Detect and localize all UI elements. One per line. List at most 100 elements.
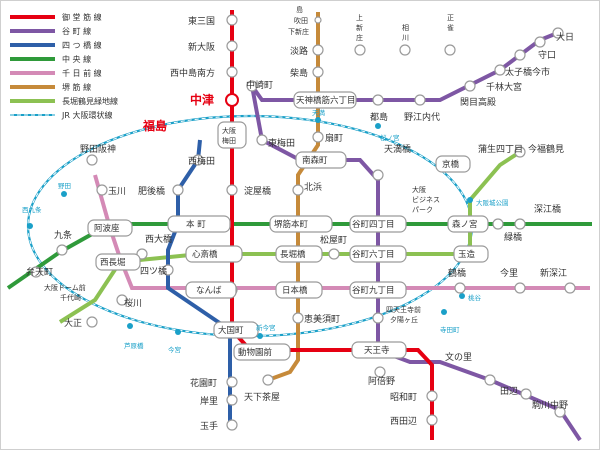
- label-taisho: 大正: [64, 317, 82, 329]
- station-senbayashi[interactable]: [494, 64, 506, 76]
- station-matsuyamachi[interactable]: [328, 248, 340, 260]
- station-hanazonocho[interactable]: [226, 376, 238, 388]
- station-tamagawa[interactable]: [96, 184, 108, 196]
- station-komagawa[interactable]: [554, 406, 566, 418]
- station-kitahama[interactable]: [292, 184, 304, 196]
- ring-station-momodani[interactable]: [459, 293, 465, 299]
- station-sekime[interactable]: [464, 80, 476, 92]
- box-tanimachi9[interactable]: [349, 281, 407, 299]
- station-tsuruhashi[interactable]: [454, 282, 466, 294]
- station-zuiko[interactable]: [444, 44, 456, 56]
- label-ring-nishikujo: 西九条: [22, 205, 42, 214]
- station-higobashi[interactable]: [172, 184, 184, 196]
- box-honmachi[interactable]: [167, 215, 231, 233]
- station-taisho[interactable]: [86, 316, 98, 328]
- station-aikawa[interactable]: [399, 44, 411, 56]
- station-nakatsu[interactable]: [225, 93, 239, 107]
- box-tennoji[interactable]: [351, 341, 407, 359]
- box-shinsaibashi[interactable]: [185, 245, 243, 263]
- label-aikawa-1: 相: [402, 23, 409, 32]
- station-sakuragawa[interactable]: [116, 294, 128, 306]
- station-showacho[interactable]: [426, 390, 438, 402]
- station-shibajima[interactable]: [312, 66, 324, 78]
- box-kyobashi[interactable]: [435, 155, 471, 173]
- station-midoribashi[interactable]: [492, 218, 504, 230]
- box-nagahoribashi[interactable]: [275, 245, 323, 263]
- box-sakaisuji-honmachi[interactable]: [269, 215, 333, 233]
- transfer-stations: [87, 91, 489, 361]
- station-tengachaya[interactable]: [262, 374, 274, 386]
- station-taishibashi[interactable]: [514, 49, 526, 61]
- ring-station-shinimamiya[interactable]: [257, 333, 263, 339]
- box-dobutsuenmae[interactable]: [233, 343, 291, 361]
- box-tamatsukuri[interactable]: [453, 245, 489, 263]
- label-fukaebashi: 深江橋: [534, 203, 561, 215]
- label-yotsubashi: 四ツ橋: [140, 265, 167, 277]
- station-dainichi[interactable]: [552, 27, 564, 39]
- station-shitennoji[interactable]: [372, 312, 384, 324]
- station-kujo[interactable]: [56, 244, 68, 256]
- station-shinosaka[interactable]: [226, 40, 238, 52]
- box-minamimorimachi[interactable]: [295, 151, 347, 169]
- station-higashiumeda[interactable]: [256, 134, 268, 146]
- station-tamade[interactable]: [226, 419, 238, 431]
- station-miyakojima[interactable]: [372, 94, 384, 106]
- label-showacho: 昭和町: [390, 392, 417, 403]
- station-tenjinbashi-jct[interactable]: [312, 44, 324, 56]
- station-kita-top[interactable]: [314, 16, 322, 24]
- ring-station-tenma[interactable]: [315, 117, 321, 123]
- box-tanimachi4[interactable]: [349, 215, 407, 233]
- station-moriguchi[interactable]: [534, 36, 546, 48]
- box-tanimachi6[interactable]: [349, 245, 407, 263]
- ring-station-sakuranomiya[interactable]: [375, 123, 381, 129]
- label-nishinagahori: 西長堀: [100, 258, 126, 268]
- station-gamo4[interactable]: [514, 146, 526, 158]
- box-namba[interactable]: [185, 281, 237, 299]
- station-yodoyabashi[interactable]: [226, 184, 238, 196]
- ring-station-ashiharabashi[interactable]: [127, 323, 133, 329]
- station-nishitanabe[interactable]: [426, 414, 438, 426]
- label-nakatsu: 中津: [190, 92, 214, 107]
- box-morinomiya[interactable]: [447, 215, 489, 233]
- station-shinfukae[interactable]: [564, 282, 576, 294]
- label-nipponbashi: 日本橋: [282, 285, 308, 296]
- station-fuminosato[interactable]: [484, 374, 496, 386]
- station-kamishinjo[interactable]: [354, 44, 366, 56]
- label-hanazonocho: 花園町: [190, 377, 217, 389]
- label-nishiumeda: 西梅田: [188, 155, 215, 167]
- station-imazato[interactable]: [514, 282, 526, 294]
- station-osaka-umeda[interactable]: [217, 121, 247, 149]
- station-noda-hanshin[interactable]: [86, 154, 98, 166]
- station-abeno[interactable]: [374, 366, 386, 378]
- label-dainichi: 大日: [556, 31, 574, 43]
- ring-station-teradacho[interactable]: [441, 309, 447, 315]
- box-daikokucho[interactable]: [213, 321, 259, 339]
- label-tsuruhashi: 鶴橋: [448, 267, 466, 279]
- station-ogimachi[interactable]: [312, 131, 324, 143]
- label-nishitanabe: 西田辺: [390, 416, 417, 427]
- station-kishinosato[interactable]: [226, 394, 238, 406]
- box-awaza[interactable]: [87, 219, 133, 237]
- station-nishinakajima[interactable]: [226, 66, 238, 78]
- ring-station-nishikujo[interactable]: [27, 223, 33, 229]
- label-tennoji: 天王寺: [364, 346, 390, 356]
- station-nakazakicho[interactable]: [246, 80, 258, 92]
- station-ebisucho[interactable]: [292, 312, 304, 324]
- station-bentencho[interactable]: [30, 266, 42, 278]
- station-temmabashi[interactable]: [372, 169, 384, 181]
- box-tenjinbashi6[interactable]: [293, 91, 357, 109]
- box-nishinagahori[interactable]: [95, 253, 141, 271]
- station-tanabe[interactable]: [520, 388, 532, 400]
- label-higashiumeda: 東梅田: [268, 137, 295, 149]
- station-nishiumeda[interactable]: [192, 154, 204, 166]
- ring-station-osakajokoen[interactable]: [467, 197, 473, 203]
- box-nipponbashi[interactable]: [275, 281, 323, 299]
- legend-label-chuo: 中 央 線: [62, 54, 91, 64]
- label-abeno: 阿倍野: [368, 375, 395, 387]
- ring-station-noda[interactable]: [61, 191, 67, 197]
- station-yotsubashi[interactable]: [162, 264, 174, 276]
- ring-station-imamiya[interactable]: [175, 329, 181, 335]
- station-nonakauchi[interactable]: [414, 94, 426, 106]
- station-higashimikuni[interactable]: [226, 14, 238, 26]
- station-fukaebashi-dot[interactable]: [514, 218, 526, 230]
